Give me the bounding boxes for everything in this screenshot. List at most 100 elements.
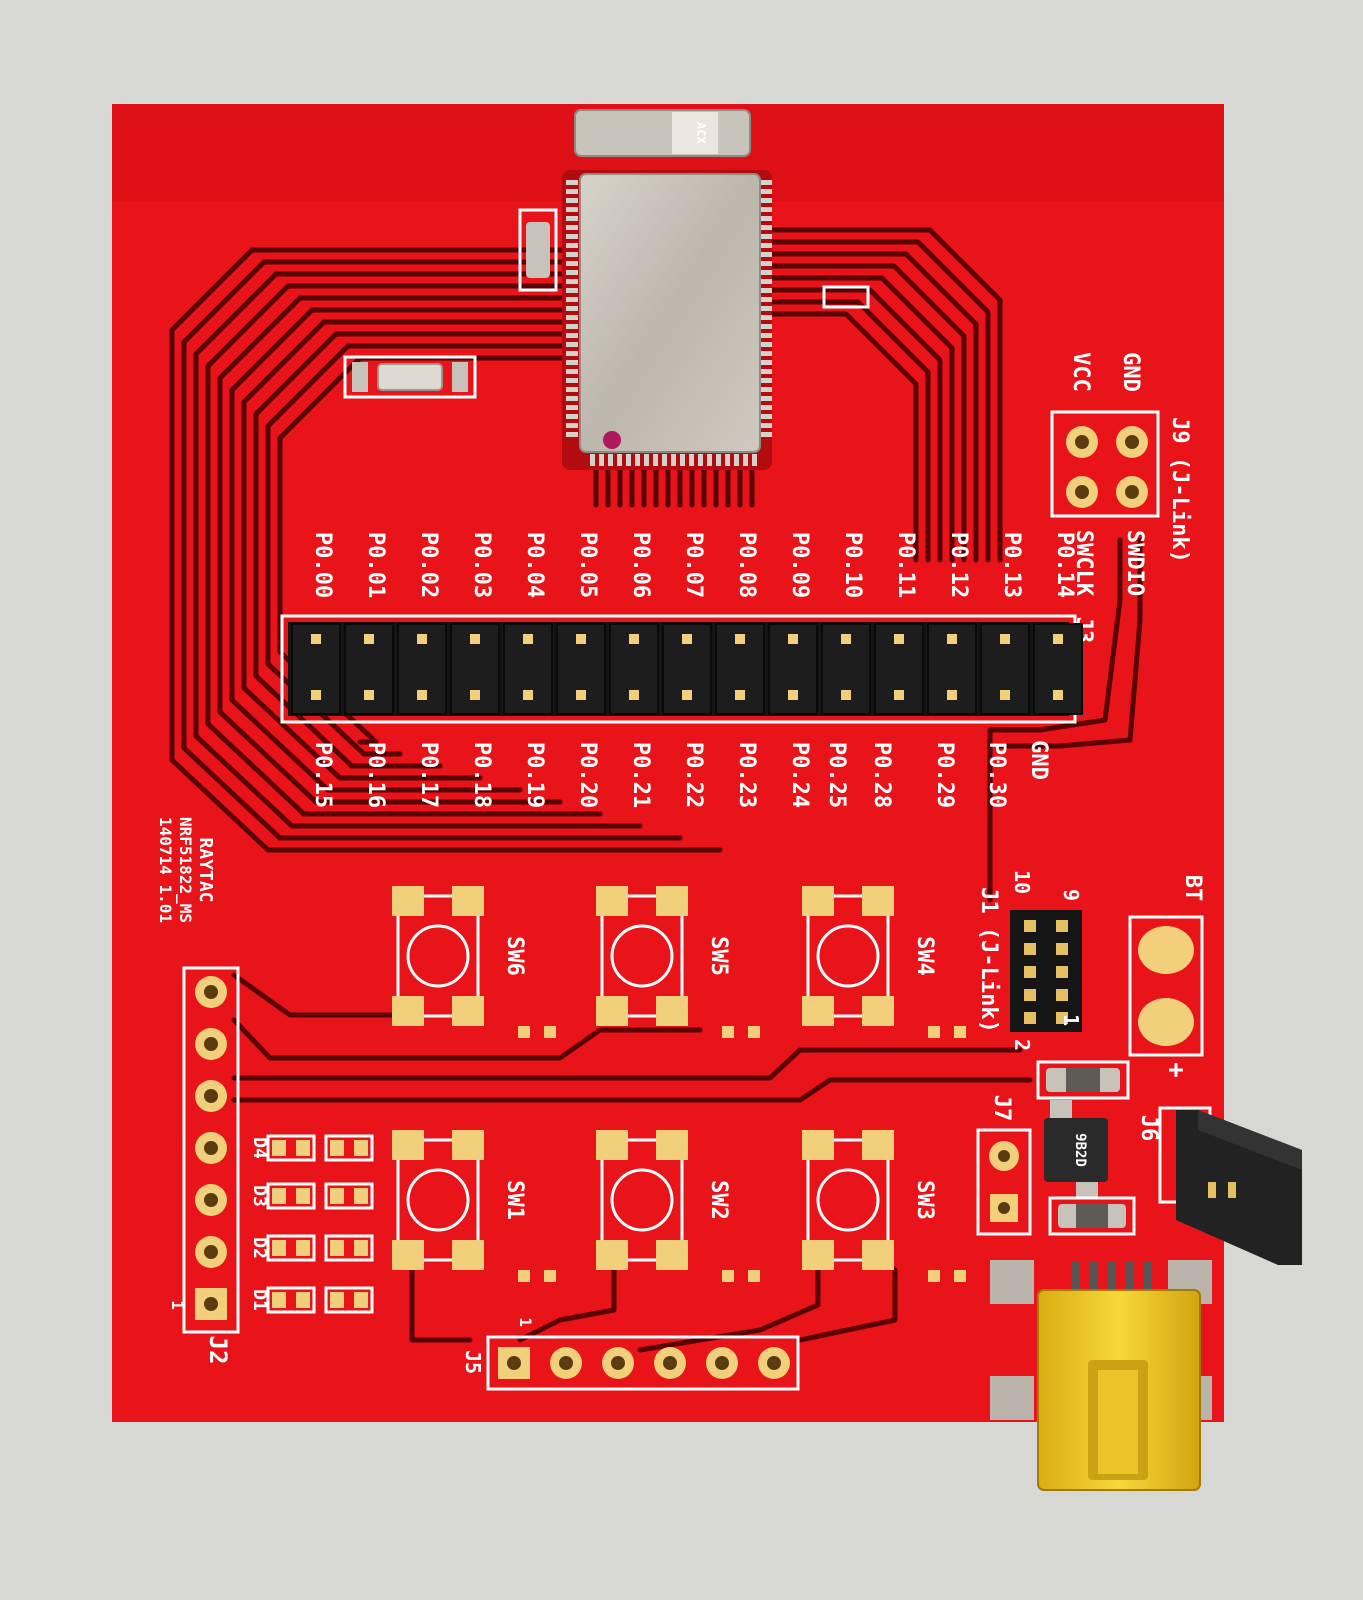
pin-label-top: P0.10	[840, 532, 865, 598]
j2-hole	[204, 985, 218, 999]
pin-label-top: P0.03	[469, 532, 494, 598]
pin-label-top: P0.00	[310, 532, 335, 598]
j5-hole	[611, 1356, 625, 1370]
switch-pad	[392, 996, 424, 1026]
module-pin	[635, 454, 640, 466]
header-pin	[682, 690, 692, 700]
header-pin	[841, 634, 851, 644]
switch-label: SW5	[706, 936, 731, 976]
j6-label: J6	[1136, 1115, 1161, 1142]
pin-label-top: P0.08	[734, 532, 759, 598]
switch-label: SW3	[912, 1180, 937, 1220]
smd-pad	[518, 1270, 530, 1282]
led-label: D4	[249, 1137, 270, 1159]
j3-gnd-label: GND	[1026, 740, 1051, 780]
switch-pad	[656, 996, 688, 1026]
switch-pad	[802, 1240, 834, 1270]
module-pin	[566, 279, 578, 284]
module-pin	[566, 180, 578, 185]
j2-hole	[204, 1089, 218, 1103]
header-pin	[523, 690, 533, 700]
header-cells	[291, 623, 1083, 715]
pin-label-bottom: P0.23	[734, 742, 759, 808]
module-pin	[566, 369, 578, 374]
module-pin	[566, 243, 578, 248]
version-label: 140714 1.01	[156, 817, 175, 923]
module-pin	[760, 369, 772, 374]
module-pin	[566, 270, 578, 275]
switch-pad	[452, 996, 484, 1026]
pin-label-bottom: P0.18	[469, 742, 494, 808]
j7-label: J7	[989, 1095, 1014, 1122]
module-pin	[760, 387, 772, 392]
resistor-pad	[330, 1188, 344, 1204]
trace	[769, 239, 991, 563]
smd-pad	[748, 1270, 760, 1282]
header-pin	[1053, 634, 1063, 644]
header-pin	[311, 690, 321, 700]
smd-pad	[722, 1026, 734, 1038]
capacitor-c3	[1048, 1196, 1136, 1236]
module-pin	[566, 288, 578, 293]
module-pin	[566, 387, 578, 392]
resistor-pad	[330, 1292, 344, 1308]
header-pin	[576, 634, 586, 644]
capacitor-c1	[518, 208, 558, 292]
trace	[409, 1267, 473, 1343]
pin-label-top: P0.05	[575, 532, 600, 598]
module-pin	[760, 432, 772, 437]
led-pad	[296, 1188, 310, 1204]
module-pin	[566, 198, 578, 203]
j1-pins	[1024, 920, 1068, 1024]
pin-label-top: P0.11	[893, 532, 918, 598]
led-label: D2	[249, 1237, 270, 1259]
smd-pad	[748, 1026, 760, 1038]
trace	[769, 251, 979, 563]
resistor-pad	[330, 1140, 344, 1156]
resistor-pad	[330, 1240, 344, 1256]
j1-header	[1010, 910, 1082, 1032]
j1-pin10-label: 10	[1010, 870, 1034, 894]
smd-pad	[544, 1270, 556, 1282]
switch-pad	[452, 886, 484, 916]
module-pin	[566, 207, 578, 212]
trace	[231, 972, 403, 1018]
model-label: NRF51822_MS	[176, 817, 195, 923]
header-pin	[417, 690, 427, 700]
led-label: D1	[249, 1289, 270, 1311]
module-pin	[760, 270, 772, 275]
trace	[637, 1267, 821, 1353]
pin-label-bottom: P0.22	[681, 742, 706, 808]
j1-pin	[1056, 1012, 1068, 1024]
j2-pads	[195, 976, 227, 1320]
header-pin	[470, 634, 480, 644]
header-pin	[788, 634, 798, 644]
led-pad	[296, 1240, 310, 1256]
j1-title: J1 (J-Link)	[976, 887, 1001, 1033]
header-pin	[364, 634, 374, 644]
led-pad	[296, 1140, 310, 1156]
header-pin	[364, 690, 374, 700]
pin-label-top: P0.06	[628, 532, 653, 598]
j5-hole	[507, 1356, 521, 1370]
module-pin	[760, 396, 772, 401]
module-pin	[566, 378, 578, 383]
trace	[193, 271, 643, 829]
regulator-ic: 9B2D	[1044, 1100, 1108, 1198]
module-pin	[760, 315, 772, 320]
module-pin	[566, 297, 578, 302]
j1-pin	[1024, 1012, 1036, 1024]
module-pin	[752, 454, 757, 466]
module-pin	[653, 454, 658, 466]
switch-circle	[406, 924, 470, 988]
j1-pin1-label: 1	[1059, 1014, 1083, 1026]
module-pin	[662, 454, 667, 466]
trace	[769, 299, 931, 563]
led-pad	[272, 1188, 286, 1204]
module-pin	[760, 207, 772, 212]
switch-outline	[806, 1138, 890, 1262]
